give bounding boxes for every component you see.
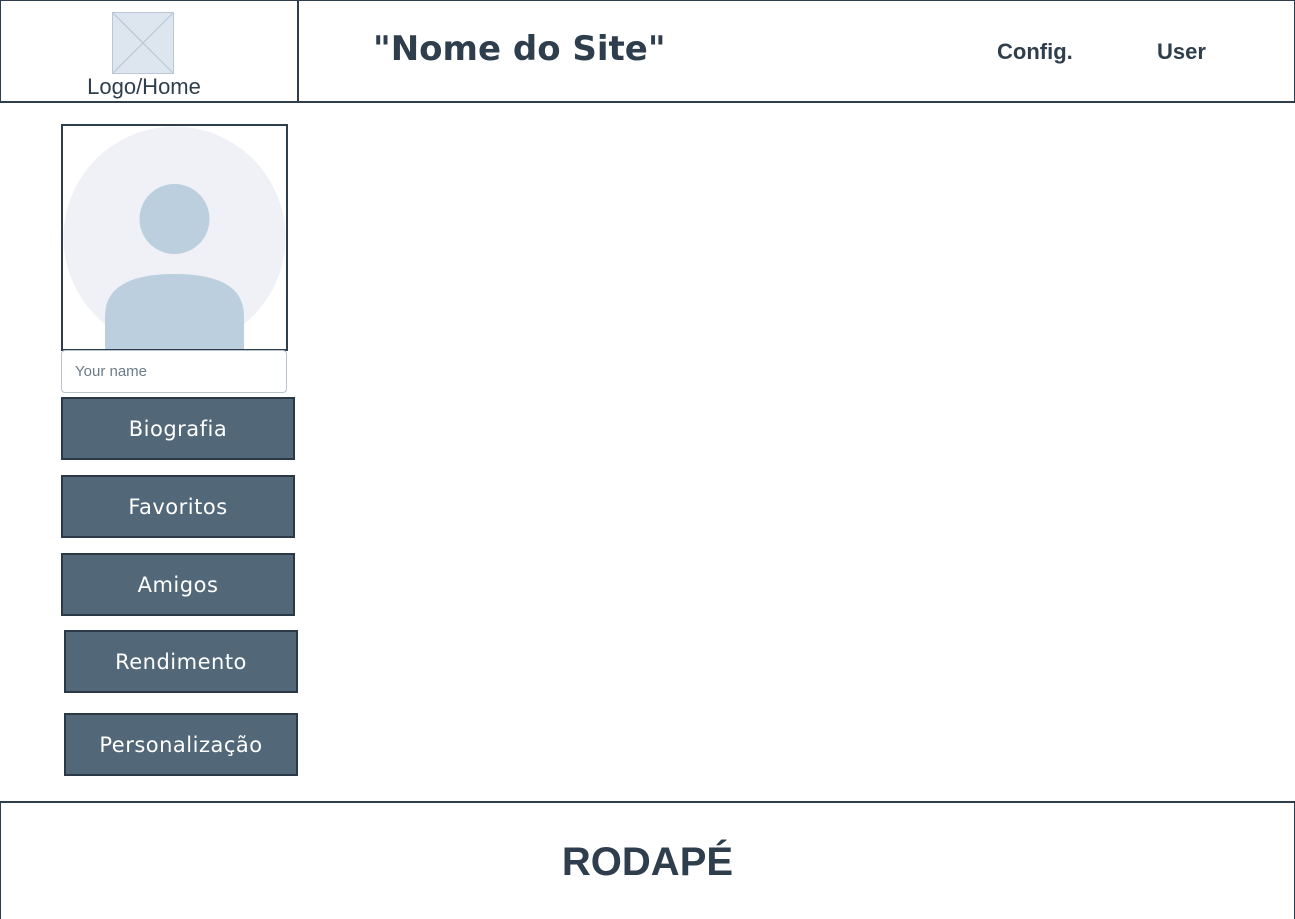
- favoritos-button[interactable]: Favoritos: [61, 475, 295, 538]
- user-link[interactable]: User: [1157, 39, 1206, 64]
- logo-label: Logo/Home: [87, 74, 201, 99]
- footer-title: RODAPÉ: [561, 840, 734, 884]
- name-input[interactable]: [61, 350, 287, 393]
- user-avatar-icon: [63, 126, 286, 349]
- footer: RODAPÉ: [0, 801, 1295, 919]
- personalizacao-button[interactable]: Personalização: [64, 713, 298, 776]
- site-title: "Nome do Site": [373, 29, 666, 69]
- amigos-button[interactable]: Amigos: [61, 553, 295, 616]
- biografia-button[interactable]: Biografia: [61, 397, 295, 460]
- header: Logo/Home "Nome do Site" Config. User: [0, 0, 1295, 103]
- logo-home-link[interactable]: Logo/Home: [1, 1, 299, 101]
- config-link[interactable]: Config.: [997, 39, 1073, 64]
- image-placeholder-icon: [112, 12, 174, 74]
- avatar[interactable]: [61, 124, 288, 351]
- rendimento-button[interactable]: Rendimento: [64, 630, 298, 693]
